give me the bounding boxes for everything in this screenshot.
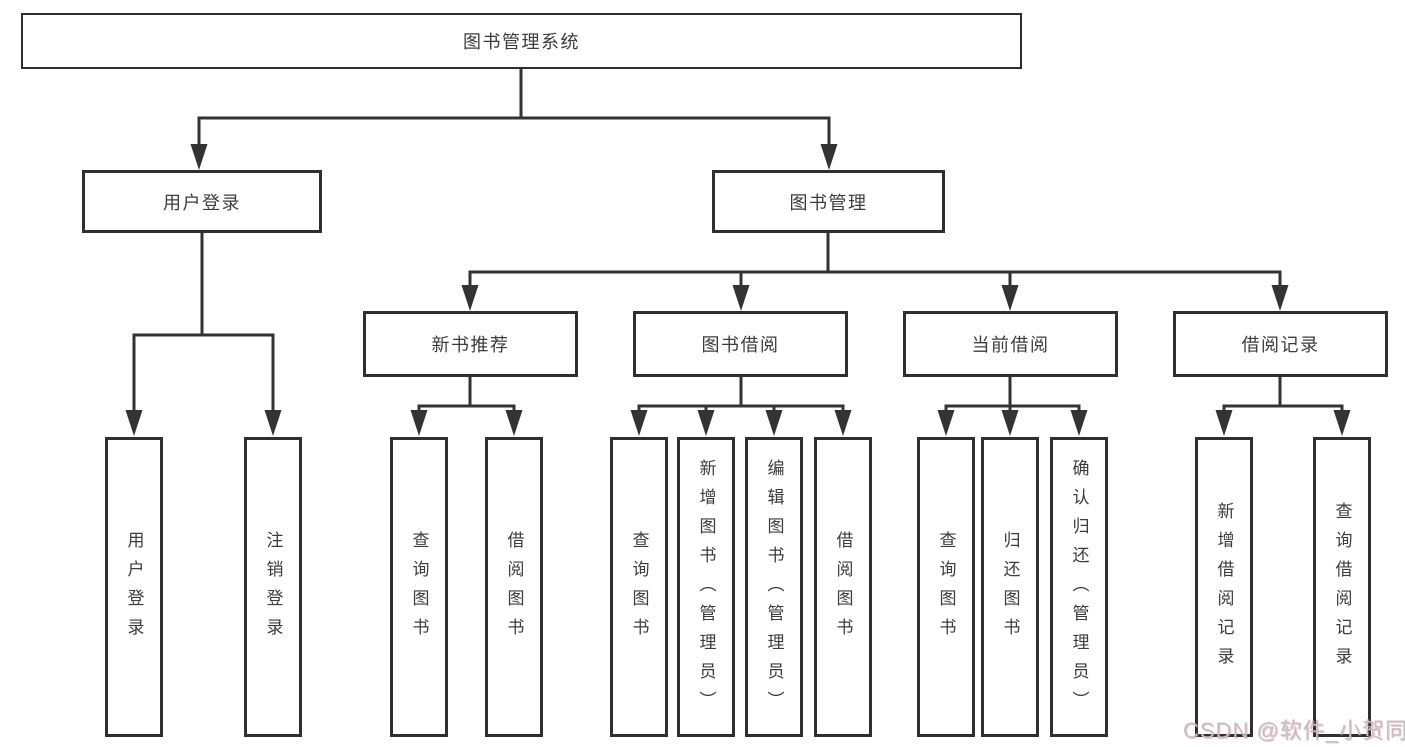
leaf-query-books-recommend: 查询图书 <box>390 437 448 737</box>
node-current-borrow: 当前借阅 <box>903 311 1118 377</box>
leaf-edit-books-admin: 编辑图书（管理员） <box>745 437 803 737</box>
leaf-borrow-books-recommend: 借阅图书 <box>485 437 543 737</box>
node-library-management-system: 图书管理系统 <box>21 13 1022 69</box>
leaf-confirm-return-admin: 确认归还（管理员） <box>1050 437 1108 737</box>
leaf-add-borrow-record: 新增借阅记录 <box>1195 437 1253 737</box>
node-book-management: 图书管理 <box>712 170 945 233</box>
csdn-watermark: CSDN @软件_小贺同学 <box>1183 718 1405 743</box>
leaf-query-borrow-record: 查询借阅记录 <box>1313 437 1371 737</box>
connector-lines <box>132 67 1344 408</box>
node-borrow-records: 借阅记录 <box>1173 311 1388 377</box>
leaf-return-books: 归还图书 <box>981 437 1039 737</box>
node-new-book-recommend: 新书推荐 <box>363 311 578 377</box>
leaf-query-books-borrow: 查询图书 <box>610 437 668 737</box>
leaf-query-books-current: 查询图书 <box>917 437 975 737</box>
leaf-user-login: 用户登录 <box>105 437 163 737</box>
leaf-logout: 注销登录 <box>244 437 302 737</box>
arrowheads-icon <box>125 144 1351 436</box>
node-user-login: 用户登录 <box>82 170 322 233</box>
leaf-borrow-books: 借阅图书 <box>814 437 872 737</box>
leaf-add-books-admin: 新增图书（管理员） <box>677 437 735 737</box>
node-book-borrow: 图书借阅 <box>633 311 848 377</box>
